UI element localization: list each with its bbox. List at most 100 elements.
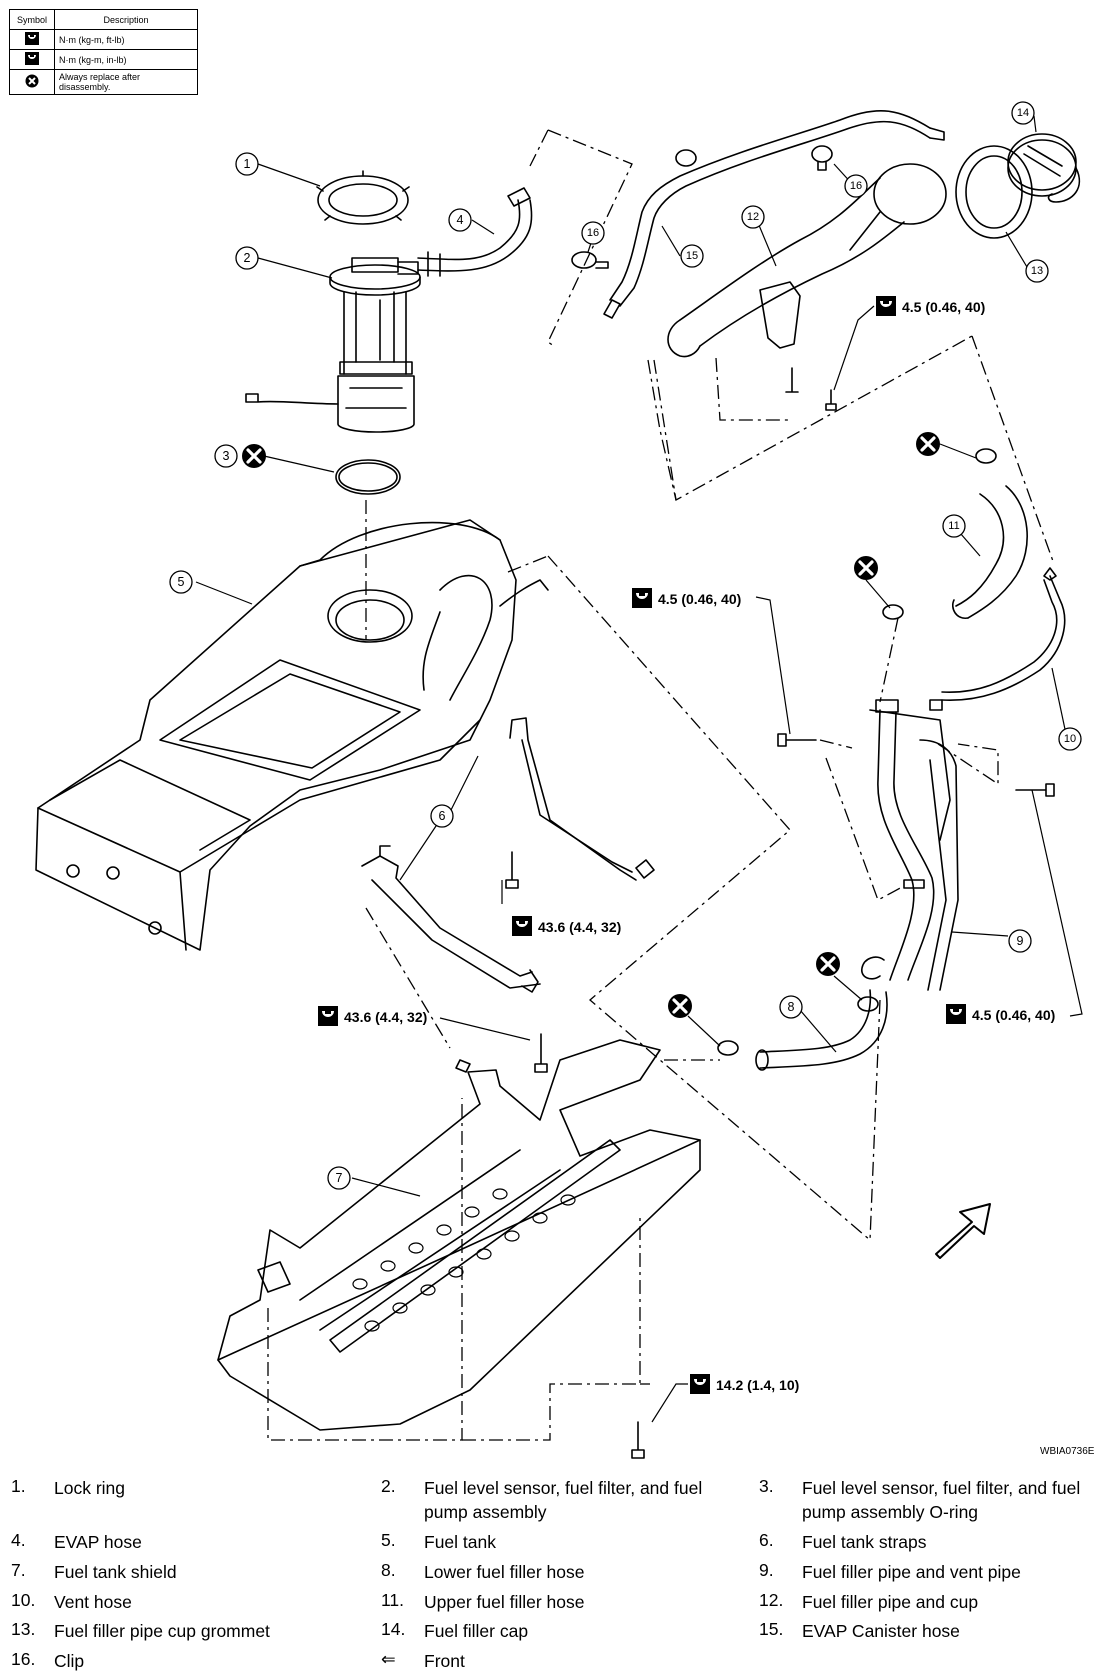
torque-spec-label: 43.6 (4.4, 32) bbox=[538, 919, 621, 935]
evap-canister-hose-drawing bbox=[603, 109, 945, 319]
replace-icon bbox=[814, 950, 842, 978]
torque-specs: 4.5 (0.46, 40) 4.5 (0.46, 40) 43.6 (4.4,… bbox=[318, 296, 1083, 1423]
part-number: 2. bbox=[381, 1476, 396, 1496]
part-name: Fuel filler pipe cup grommet bbox=[54, 1621, 270, 1641]
part-number: 9. bbox=[759, 1560, 774, 1580]
lock-ring-drawing bbox=[316, 170, 410, 225]
part-name: Lock ring bbox=[54, 1478, 126, 1498]
part-number: 5. bbox=[381, 1530, 396, 1550]
part-number: 1. bbox=[11, 1476, 26, 1496]
part-name: Fuel tank straps bbox=[802, 1532, 927, 1552]
front-arrow-symbol: ⇐ bbox=[381, 1649, 396, 1669]
callout-label: 11 bbox=[948, 520, 959, 532]
part-name: Fuel filler pipe and cup bbox=[802, 1592, 979, 1612]
torque-spec-label: 4.5 (0.46, 40) bbox=[902, 299, 985, 315]
legend-row: Always replace after disassembly. bbox=[9, 69, 198, 95]
fuel-tank-shield-drawing bbox=[217, 1039, 701, 1431]
part-name: Fuel level sensor, fuel filter, and fuel… bbox=[802, 1478, 1081, 1522]
callout-label: 14 bbox=[1017, 107, 1029, 119]
filler-pipe-cup-drawing bbox=[667, 163, 947, 393]
torque-in-lb-icon bbox=[9, 49, 55, 70]
torque-spec-label: 4.5 (0.46, 40) bbox=[972, 1007, 1055, 1023]
part-number: 7. bbox=[11, 1560, 26, 1580]
part-name: Fuel level sensor, fuel filter, and fuel… bbox=[424, 1478, 703, 1522]
part-number: 10. bbox=[11, 1590, 36, 1610]
part-name: Fuel filler cap bbox=[424, 1621, 529, 1641]
exploded-diagram: 1 2 3 4 5 6 7 8 9 10 11 12 13 14 15 16 1… bbox=[35, 101, 1083, 1459]
callout-label: 4 bbox=[457, 213, 464, 227]
callout-label: 10 bbox=[1064, 733, 1076, 745]
callout-label: 13 bbox=[1031, 265, 1043, 277]
part-number: 8. bbox=[381, 1560, 396, 1580]
torque-ft-lb-icon bbox=[632, 588, 652, 608]
fuel-tank-drawing bbox=[35, 519, 549, 951]
filler-cap-drawing bbox=[1007, 133, 1081, 203]
assembly-dash-lines bbox=[267, 129, 1055, 1441]
part-number: 6. bbox=[759, 1530, 774, 1550]
torque-ft-lb-icon bbox=[876, 296, 896, 316]
fuel-pump-assembly-drawing bbox=[245, 257, 421, 433]
replace-icon bbox=[240, 442, 268, 470]
evap-hose-drawing bbox=[417, 187, 533, 277]
part-name: Front bbox=[424, 1651, 465, 1671]
torque-ft-lb-icon bbox=[690, 1374, 710, 1394]
callout-label: 6 bbox=[439, 809, 446, 823]
part-name: Fuel tank shield bbox=[54, 1562, 177, 1582]
torque-spec-label: 43.6 (4.4, 32) bbox=[344, 1009, 427, 1025]
part-name: Upper fuel filler hose bbox=[424, 1592, 585, 1612]
part-name: Vent hose bbox=[54, 1592, 132, 1612]
part-name: Lower fuel filler hose bbox=[424, 1562, 585, 1582]
torque-ft-lb-icon bbox=[9, 29, 55, 50]
callout-label: 12 bbox=[747, 211, 759, 223]
clip-drawing bbox=[571, 145, 833, 269]
torque-ft-lb-icon bbox=[318, 1006, 338, 1026]
callout-label: 1 bbox=[244, 157, 251, 171]
replace-icon bbox=[666, 992, 694, 1020]
torque-spec-label: 14.2 (1.4, 10) bbox=[716, 1377, 799, 1393]
part-number: 4. bbox=[11, 1530, 26, 1550]
callout-label: 8 bbox=[788, 1000, 795, 1014]
callout-label: 3 bbox=[223, 449, 230, 463]
legend-header-row: Symbol Description bbox=[9, 9, 198, 30]
torque-spec-label: 4.5 (0.46, 40) bbox=[658, 591, 741, 607]
vent-hose-drawing bbox=[941, 567, 1066, 702]
callout-label: 16 bbox=[850, 180, 862, 192]
part-number: 3. bbox=[759, 1476, 774, 1496]
symbol-legend-table: Symbol Description N·m (kg-m, ft-lb) N·m… bbox=[9, 9, 198, 95]
bolt-drawings bbox=[505, 389, 1055, 1459]
fuel-tank-straps-drawing bbox=[361, 717, 655, 993]
replace-icon bbox=[9, 69, 55, 95]
part-callouts: 1 2 3 4 5 6 7 8 9 10 11 12 13 14 15 16 1… bbox=[169, 101, 1082, 1197]
torque-ft-lb-icon bbox=[512, 916, 532, 936]
replace-symbols bbox=[240, 430, 977, 1047]
callout-label: 16 bbox=[587, 227, 599, 239]
part-name: EVAP Canister hose bbox=[802, 1621, 960, 1641]
part-number: 14. bbox=[381, 1619, 406, 1639]
part-number: 11. bbox=[381, 1590, 405, 1610]
callout-label: 9 bbox=[1017, 934, 1024, 948]
filler-pipe-vent-pipe-drawing bbox=[861, 699, 959, 991]
replace-icon bbox=[914, 430, 942, 458]
replace-icon bbox=[852, 554, 880, 582]
part-name: Fuel filler pipe and vent pipe bbox=[802, 1562, 1021, 1582]
callout-label: 7 bbox=[336, 1171, 343, 1185]
front-arrow bbox=[935, 1203, 991, 1259]
part-number: 15. bbox=[759, 1619, 784, 1639]
upper-filler-hose-drawing bbox=[882, 448, 1028, 620]
torque-ft-lb-icon bbox=[946, 1004, 966, 1024]
callout-label: 5 bbox=[178, 575, 185, 589]
lower-filler-hose-drawing bbox=[717, 989, 888, 1071]
callout-label: 15 bbox=[686, 250, 698, 262]
legend-row: N·m (kg-m, in-lb) bbox=[9, 49, 198, 70]
legend-description: Always replace after disassembly. bbox=[54, 69, 198, 95]
part-number: 12. bbox=[759, 1590, 784, 1610]
part-number: 13. bbox=[11, 1619, 36, 1639]
part-name: EVAP hose bbox=[54, 1532, 142, 1552]
image-code: WBIA0736E bbox=[1040, 1446, 1095, 1457]
part-name: Fuel tank bbox=[424, 1532, 496, 1552]
part-name: Clip bbox=[54, 1651, 85, 1671]
callout-label: 2 bbox=[244, 251, 251, 265]
grommet-drawing bbox=[955, 145, 1033, 239]
o-ring-drawing bbox=[335, 459, 401, 495]
part-number: 16. bbox=[11, 1649, 36, 1669]
